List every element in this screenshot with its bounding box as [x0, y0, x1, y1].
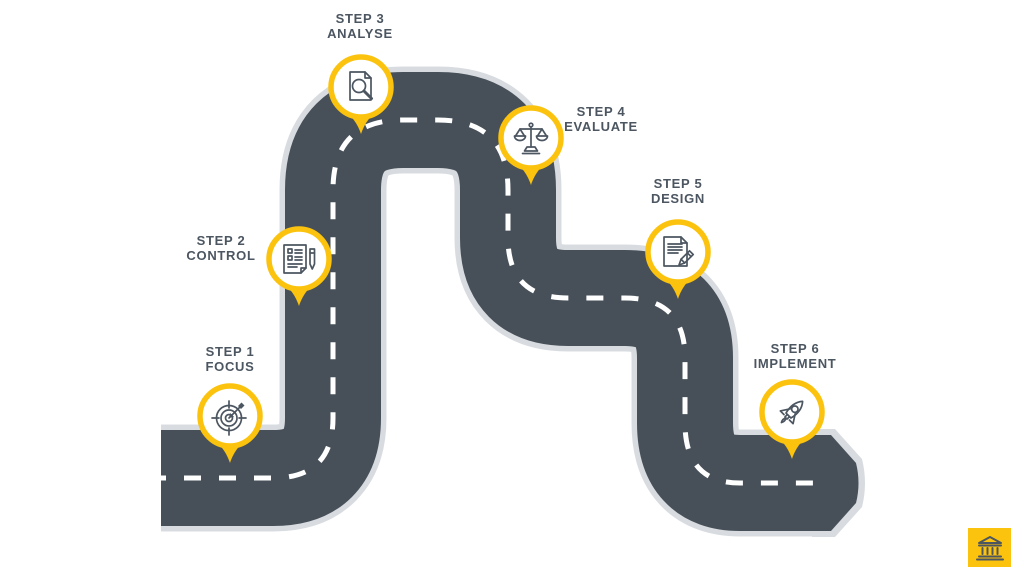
- step-name: FOCUS: [205, 359, 255, 374]
- step-label-2: STEP 2 CONTROL: [186, 233, 255, 263]
- road-center-dashes: [161, 117, 822, 486]
- step-number: STEP 4: [576, 104, 626, 119]
- step-label-3: STEP 3 ANALYSE: [327, 11, 393, 41]
- bank-icon: [975, 536, 1004, 561]
- step-number: STEP 6: [770, 341, 820, 356]
- step-name: ANALYSE: [327, 26, 393, 41]
- step-name: EVALUATE: [564, 119, 638, 134]
- step-label-6: STEP 6 IMPLEMENT: [754, 341, 837, 371]
- step-name: DESIGN: [650, 191, 706, 206]
- balance-scale-icon: [513, 122, 549, 155]
- pin-circle: [266, 226, 332, 292]
- road-end-tip: [810, 435, 859, 531]
- step-number: STEP 2: [196, 233, 246, 248]
- pin-circle: [645, 219, 711, 285]
- step-number: STEP 3: [335, 11, 385, 26]
- step-number: STEP 5: [653, 176, 703, 191]
- checklist-pen-icon: [283, 244, 316, 274]
- rocket-icon: [779, 400, 804, 425]
- target-dart-icon: [211, 400, 247, 436]
- step-number: STEP 1: [205, 344, 255, 359]
- step-label-4: STEP 4 EVALUATE: [564, 104, 638, 134]
- pin-step-2: [266, 226, 332, 306]
- step-label-1: STEP 1 FOCUS: [206, 344, 255, 374]
- step-name: IMPLEMENT: [753, 356, 837, 371]
- pin-step-6: [759, 379, 825, 459]
- document-magnifier-icon: [349, 71, 373, 101]
- pin-step-4: [498, 105, 564, 185]
- pin-step-1: [197, 383, 263, 463]
- pin-step-5: [645, 219, 711, 299]
- pin-step-3: [328, 54, 394, 134]
- bank-logo-badge: [968, 528, 1011, 567]
- step-label-5: STEP 5 DESIGN: [651, 176, 705, 206]
- step-name: CONTROL: [186, 248, 256, 263]
- pin-circle: [328, 54, 394, 120]
- document-pencil-icon: [663, 236, 695, 267]
